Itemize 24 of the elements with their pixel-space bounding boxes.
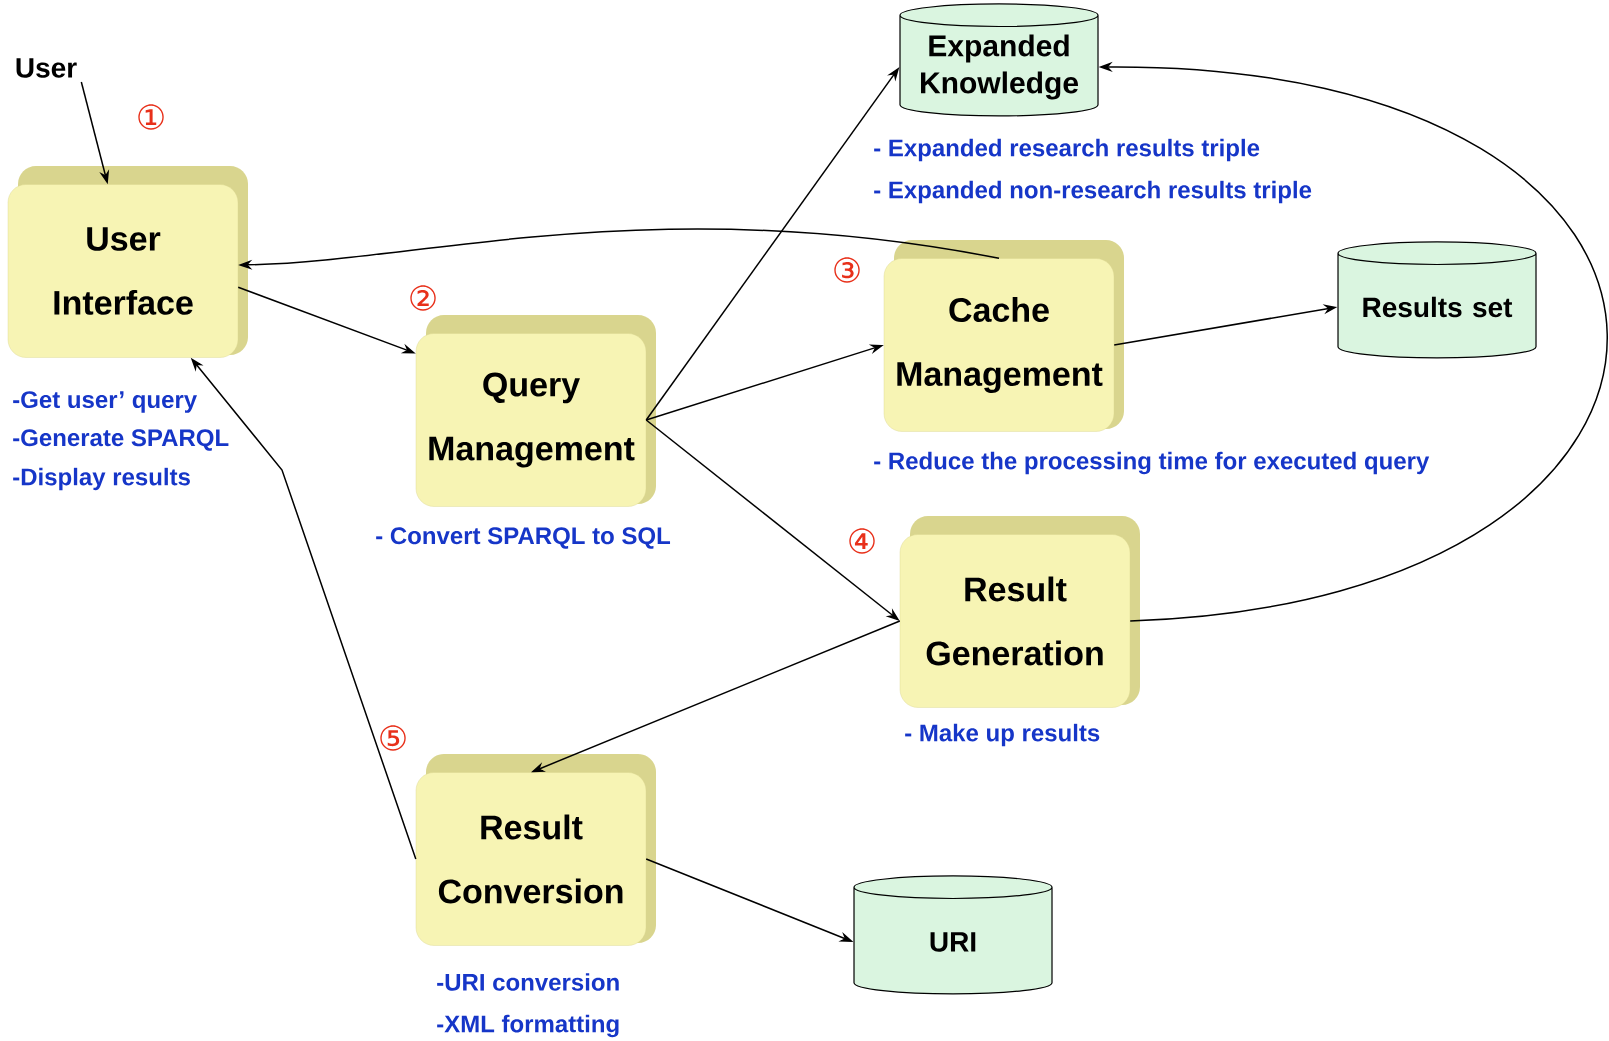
- actor-label: User: [16, 58, 77, 78]
- step-number: ②: [410, 285, 436, 311]
- description-text: -Generate SPARQL: [13, 429, 229, 451]
- description-text: - Make up results: [905, 723, 1100, 747]
- description-text: -XML formatting: [437, 1014, 619, 1038]
- description-text: - Expanded research results triple: [874, 138, 1260, 162]
- process-box: Result Generation: [899, 516, 1140, 708]
- step-number: ①: [138, 104, 164, 130]
- description-text: -URI conversion: [437, 973, 619, 991]
- description-text: - Reduce the processing time for executed query: [874, 451, 1430, 475]
- description-text: -Display results: [13, 467, 190, 491]
- description-text: -Get user’ query: [13, 391, 197, 413]
- database-cylinder: URI: [853, 875, 1053, 995]
- database-cylinder: Expanded Knowledge: [899, 3, 1099, 117]
- step-number: ④: [849, 528, 875, 554]
- database-cylinder: Results set: [1337, 241, 1537, 359]
- step-number: ③: [834, 257, 860, 283]
- description-text: - Expanded non-research results triple: [874, 180, 1312, 204]
- description-text: - Convert SPARQL to SQL: [376, 527, 671, 549]
- process-box: User Interface: [7, 166, 248, 358]
- process-box: Result Conversion: [415, 754, 656, 946]
- process-box: Query Management: [415, 315, 656, 507]
- step-number: ⑤: [380, 725, 406, 751]
- process-box: Cache Management: [883, 240, 1124, 432]
